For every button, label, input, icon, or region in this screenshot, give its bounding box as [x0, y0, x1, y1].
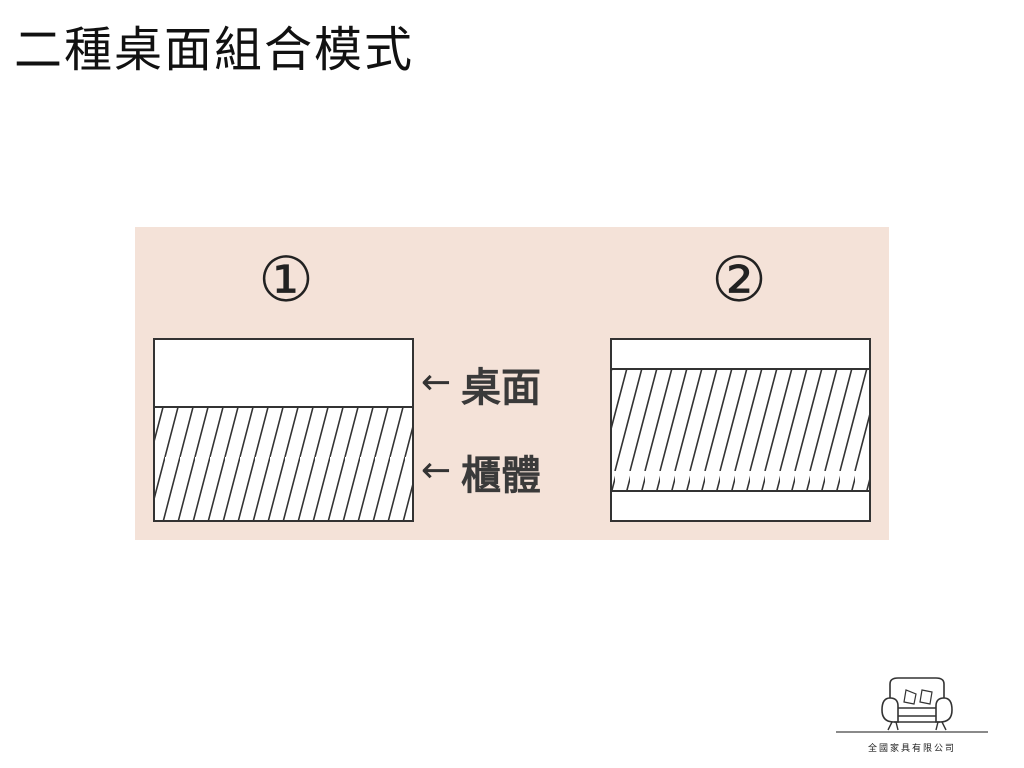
company-name: 全國家具有限公司 — [867, 744, 956, 754]
page-title: 二種桌面組合模式 — [14, 22, 415, 78]
variant-1-assembly — [153, 338, 414, 522]
variant-2-bottom-panel — [610, 490, 871, 522]
sofa-icon — [836, 677, 988, 733]
label-cabinet-arrow: ← — [421, 450, 451, 491]
variant-2-marker: ② — [711, 243, 767, 316]
variant-1-desktop-panel — [153, 338, 414, 408]
label-desktop: ← 桌面 — [421, 362, 541, 411]
label-cabinet: ← 櫃體 — [421, 450, 541, 499]
label-cabinet-text: 櫃體 — [461, 453, 541, 499]
label-desktop-arrow: ← — [421, 362, 451, 403]
desktop-combination-diagram: ① ← 桌面 ← 櫃體 ② — [135, 227, 889, 540]
variant-1-marker: ① — [258, 243, 314, 316]
variant-2-top-panel — [610, 338, 871, 370]
company-logo: 全國家具有限公司 — [832, 672, 992, 764]
label-desktop-text: 桌面 — [461, 365, 541, 411]
variant-2-assembly — [610, 338, 871, 522]
